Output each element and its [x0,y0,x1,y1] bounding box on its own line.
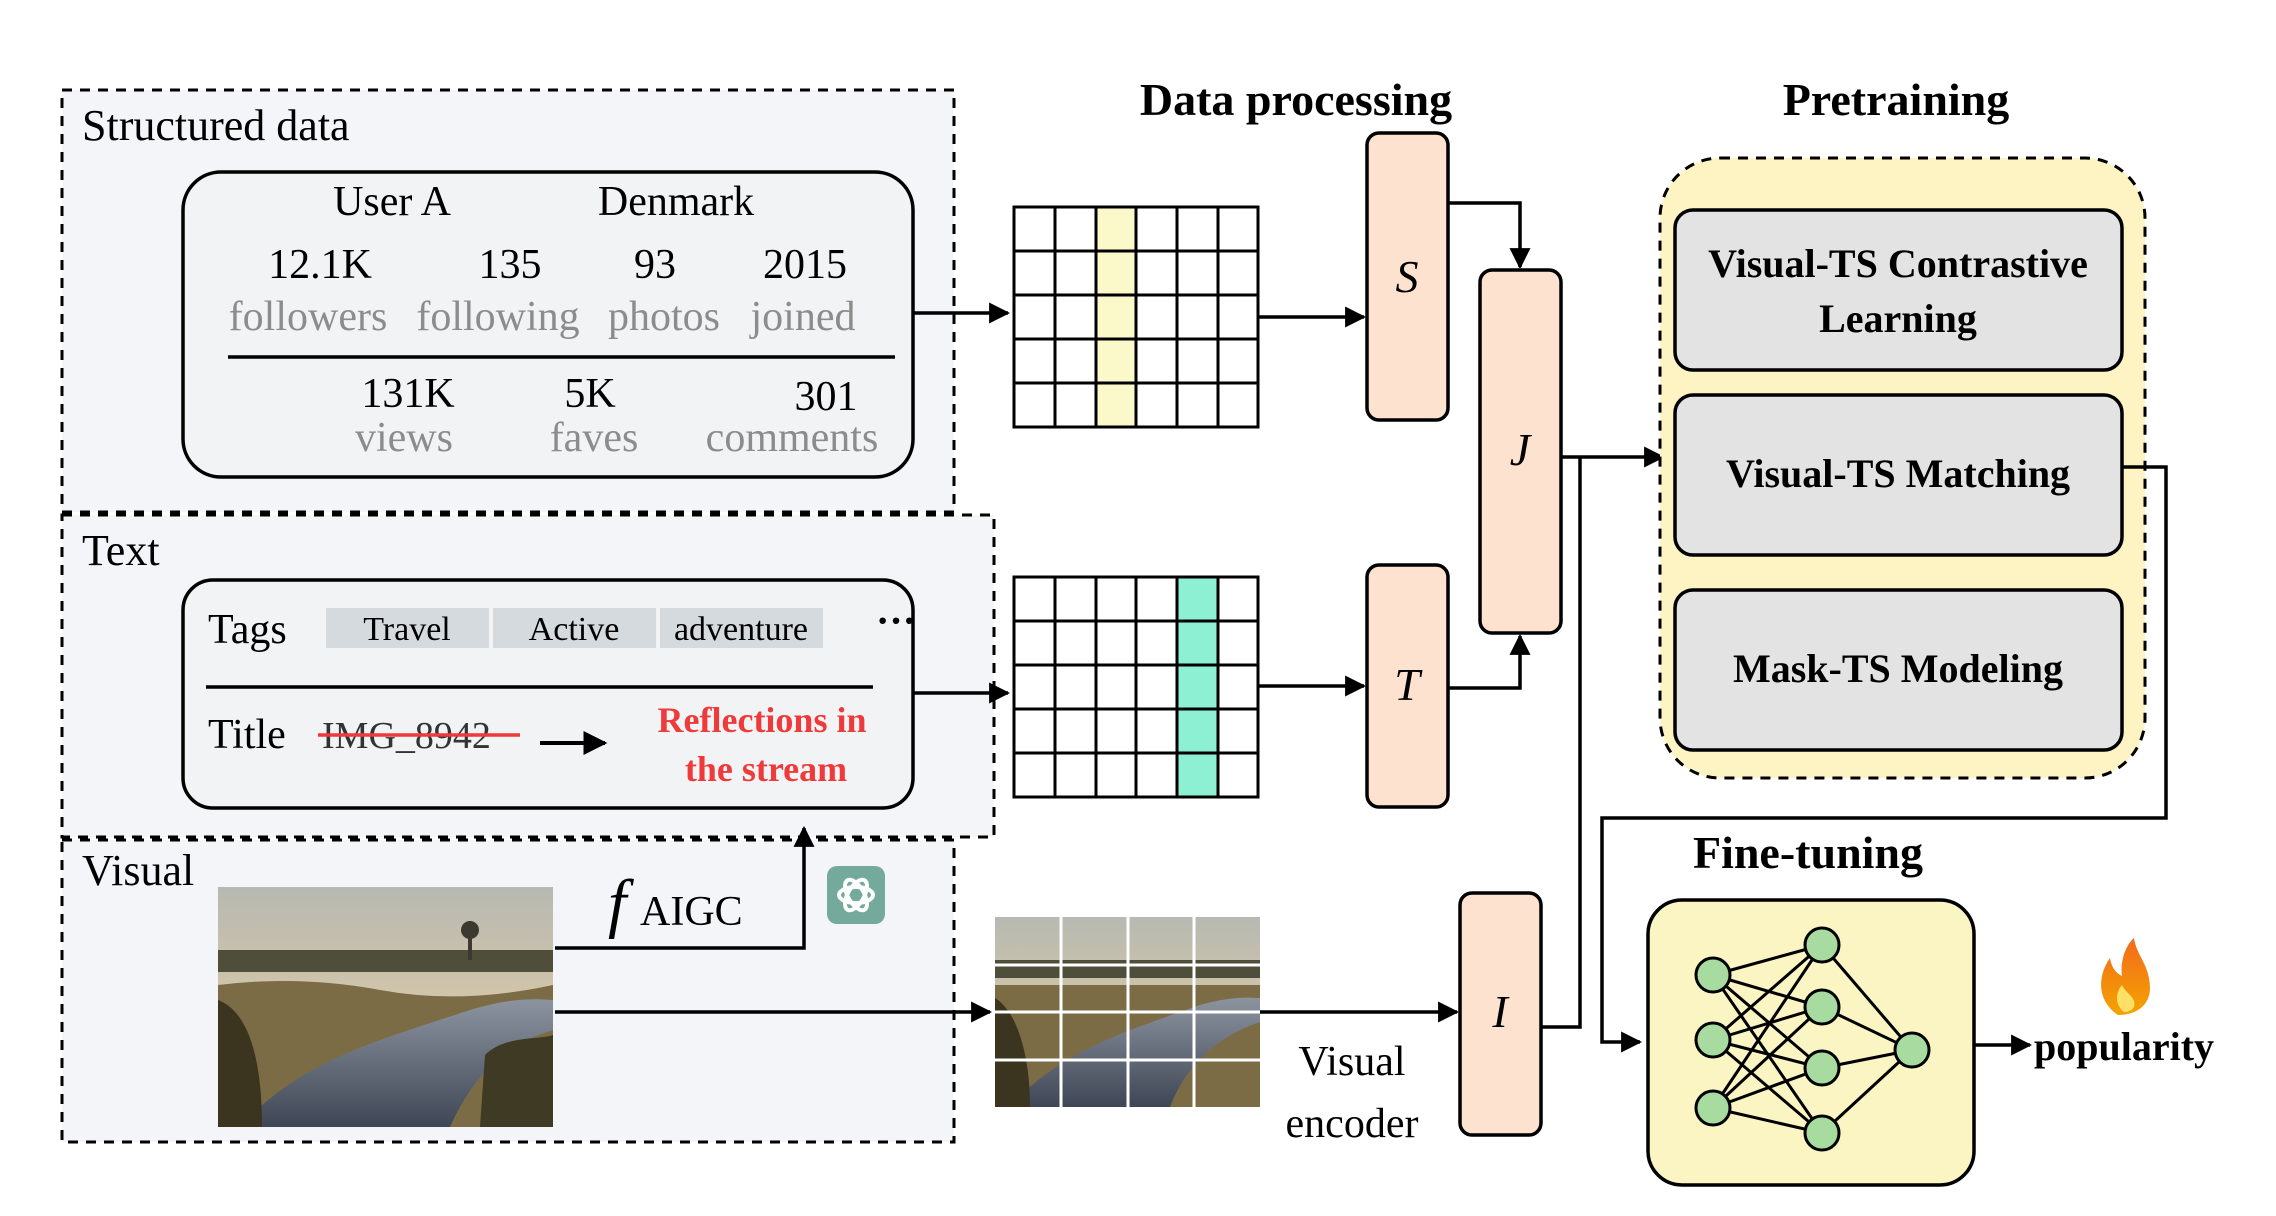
user-name: User A [333,179,451,225]
tags-label: Tags [208,607,287,653]
pretraining-to-finetuning-arrow [1600,465,2168,1053]
structured-data-title: Structured data [82,101,350,150]
pretraining-title: Pretraining [1783,74,2010,125]
task-mask-modeling: Mask-TS Modeling [1673,588,2124,752]
visual-encoder-label: Visual [1298,1039,1405,1085]
text-token-grid [1012,575,1260,799]
task-matching: Visual-TS Matching [1673,393,2124,557]
stat-value: 93 [634,242,676,288]
visual-encoder-label: encoder [1286,1101,1419,1147]
more-tags: ··· [876,598,916,643]
data-processing-title: Data processing [1140,74,1452,125]
task-label: Learning [1819,296,1977,341]
stat-value: 301 [795,374,858,420]
stat-label: comments [706,415,879,461]
title-label: Title [208,712,286,758]
encoder-j-label: J [1510,424,1533,475]
s-to-j-arrow [1448,201,1531,270]
image-patches [995,917,1260,1107]
visual-section-title: Visual [82,846,194,895]
encoder-t-label: T [1394,659,1423,710]
encoder-s: S [1365,131,1450,422]
task-label: Mask-TS Modeling [1733,646,2063,691]
stat-label: joined [749,294,856,340]
structured-token-grid [1012,205,1260,429]
stat-value: 2015 [763,242,847,288]
new-title: Reflections in [658,700,867,740]
task-label: Visual-TS Matching [1726,451,2070,496]
neural-network-icon [1694,926,1931,1152]
tag-text: Active [529,611,620,648]
aigc-label: f AIGC [608,867,743,940]
encoder-j: J [1478,268,1563,635]
stat-label: followers [229,294,388,340]
text-section-title: Text [82,526,160,575]
stat-label: views [355,415,453,461]
text-card: Tags Travel Active adventure ··· Title I… [181,578,916,810]
tag-text: Travel [363,611,451,648]
tag-text: adventure [674,611,808,648]
input-photo [218,887,553,1127]
stat-value: 5K [564,371,615,417]
new-title: the stream [685,749,847,789]
encoder-t: T [1365,563,1450,809]
stat-value: 135 [479,242,542,288]
encoder-i-label: I [1491,986,1510,1037]
t-to-j-arrow [1448,633,1531,690]
openai-logo-icon [827,866,885,924]
aigc-arrow [555,825,815,950]
tag-chip [493,608,656,648]
output-label: popularity [2034,1024,2214,1069]
i-to-pretraining-line [1541,457,1582,1029]
aigc-subscript: AIGC [640,889,743,935]
stat-value: 131K [361,371,454,417]
stat-value: 12.1K [268,242,372,288]
user-country: Denmark [598,179,754,225]
stat-label: faves [550,415,639,461]
task-label: Visual-TS Contrastive [1708,241,2088,286]
stat-label: following [416,294,579,340]
stat-label: photos [608,294,720,340]
task-contrastive-learning: Visual-TS Contrastive Learning [1673,208,2124,372]
tag-chip [660,608,823,648]
structured-data-card: User A Denmark 12.1K 135 93 2015 followe… [181,170,915,479]
finetuning-title: Fine-tuning [1693,827,1923,878]
flame-icon [2101,938,2150,1015]
encoder-s-label: S [1396,251,1419,302]
encoder-i: I [1458,891,1543,1137]
tag-chip [326,608,489,648]
